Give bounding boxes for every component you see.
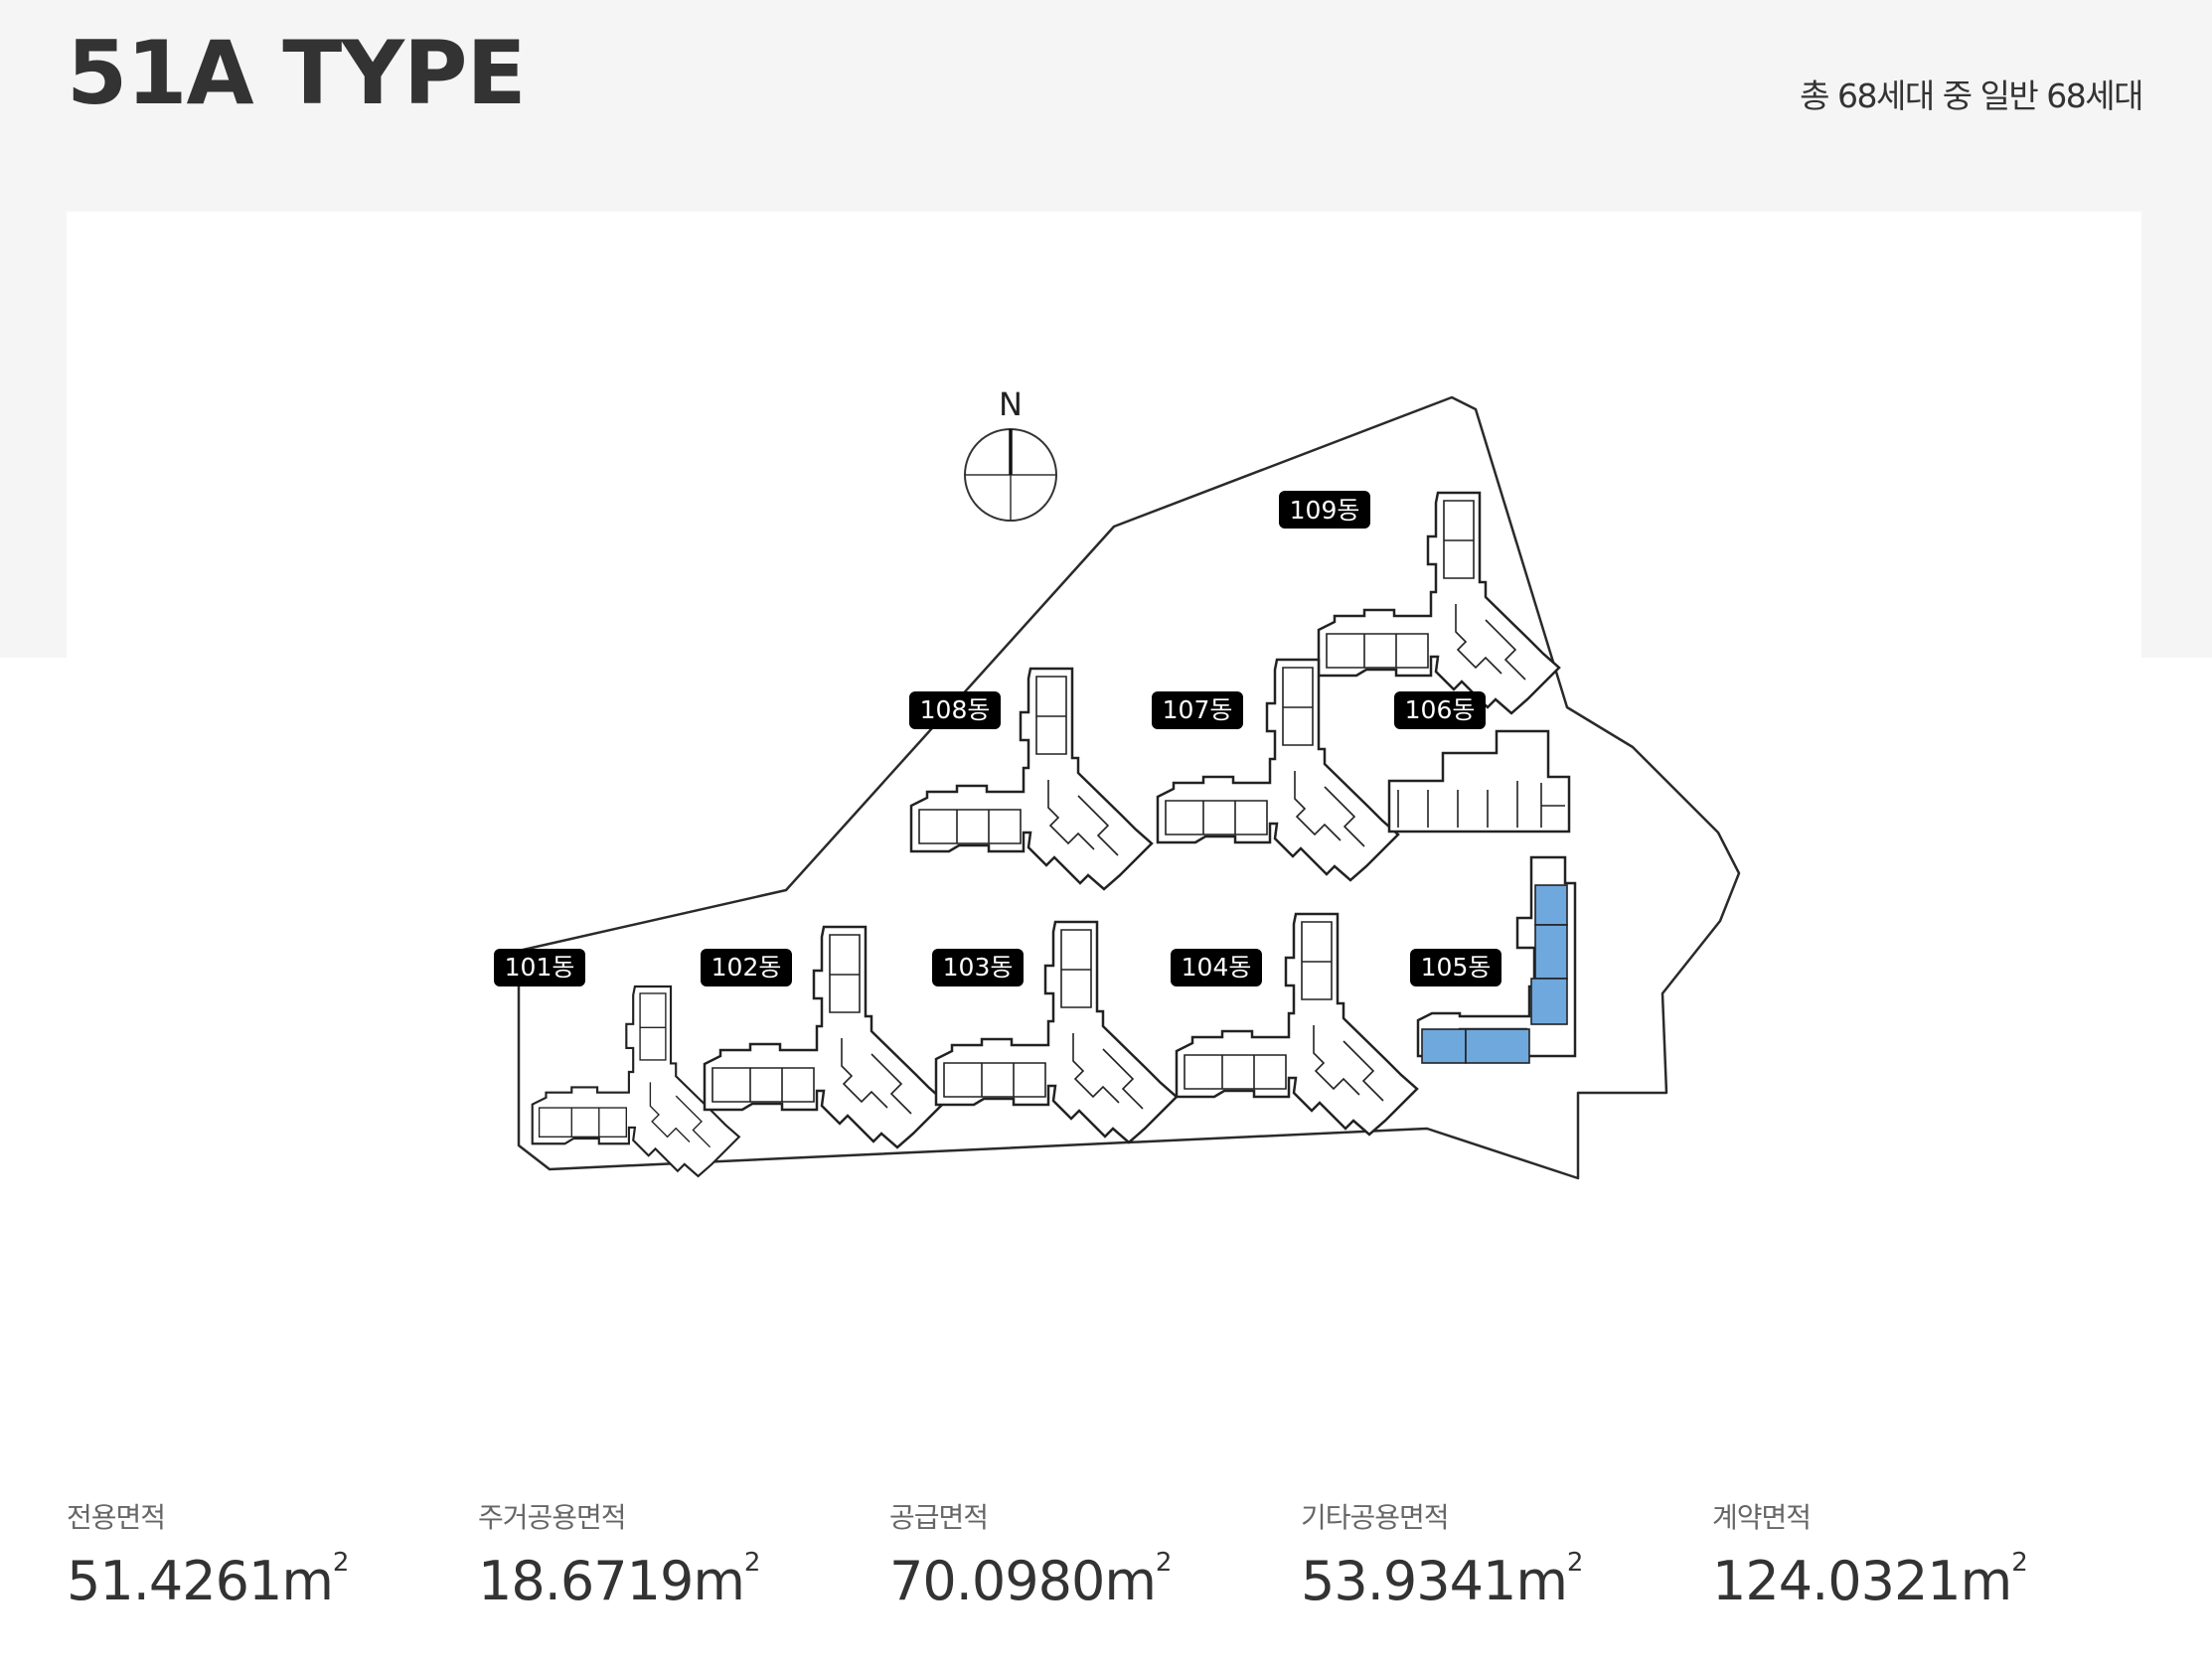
- building-label-105: 105동: [1421, 953, 1492, 982]
- building-102: 102동: [701, 925, 947, 1149]
- highlight-unit: [1421, 1028, 1467, 1064]
- compass-label: N: [999, 385, 1023, 423]
- building-101: 101동: [494, 949, 740, 1177]
- highlight-unit: [1534, 924, 1568, 980]
- area-label: 주거공용면적: [478, 1501, 627, 1534]
- building-label-102: 102동: [711, 953, 782, 982]
- area-label: 계약면적: [1712, 1501, 1812, 1534]
- highlight-unit: [1534, 884, 1568, 926]
- building-label-108: 108동: [920, 695, 991, 724]
- area-value: 51.4261m2: [67, 1548, 349, 1612]
- area-value: 70.0980m2: [889, 1548, 1172, 1612]
- area-value: 53.9341m2: [1301, 1548, 1583, 1612]
- area-exclusive: 전용면적 51.4261m2: [67, 1498, 464, 1613]
- site-boundary: [517, 395, 1741, 1180]
- building-103: 103동: [932, 920, 1179, 1144]
- area-value: 124.0321m2: [1712, 1548, 2028, 1612]
- site-plan-map: N 109동 108동 107동 106동: [494, 385, 1741, 1180]
- area-value: 18.6719m2: [478, 1548, 760, 1612]
- highlight-unit: [1530, 978, 1568, 1025]
- highlight-unit: [1465, 1028, 1530, 1064]
- area-label: 기타공용면적: [1301, 1501, 1450, 1534]
- site-plan-panel: N 109동 108동 107동 106동: [67, 212, 2141, 1391]
- building-105: 105동: [1410, 855, 1577, 1064]
- area-residential-common: 주거공용면적 18.6719m2: [478, 1498, 875, 1613]
- building-label-104: 104동: [1182, 953, 1252, 982]
- compass-icon: N: [964, 385, 1057, 522]
- building-104: 104동: [1171, 912, 1419, 1137]
- building-108: 108동: [909, 667, 1154, 891]
- area-label: 공급면적: [889, 1501, 989, 1534]
- area-supply: 공급면적 70.0980m2: [889, 1498, 1287, 1613]
- area-other-common: 기타공용면적 53.9341m2: [1301, 1498, 1698, 1613]
- area-contract: 계약면적 124.0321m2: [1712, 1498, 2110, 1613]
- building-label-103: 103동: [943, 953, 1014, 982]
- building-label-109: 109동: [1290, 496, 1360, 525]
- building-label-107: 107동: [1163, 695, 1233, 724]
- area-info-row: 전용면적 51.4261m2 주거공용면적 18.6719m2 공급면적 70.…: [67, 1498, 2141, 1637]
- building-109: 109동: [1279, 491, 1561, 715]
- household-summary: 총 68세대 중 일반 68세대: [1800, 76, 2143, 115]
- building-107: 107동: [1152, 658, 1400, 882]
- area-label: 전용면적: [67, 1501, 166, 1534]
- page-title: 51A TYPE: [67, 22, 527, 124]
- building-label-101: 101동: [505, 953, 575, 982]
- building-106: 106동: [1387, 691, 1571, 834]
- building-label-106: 106동: [1405, 695, 1476, 724]
